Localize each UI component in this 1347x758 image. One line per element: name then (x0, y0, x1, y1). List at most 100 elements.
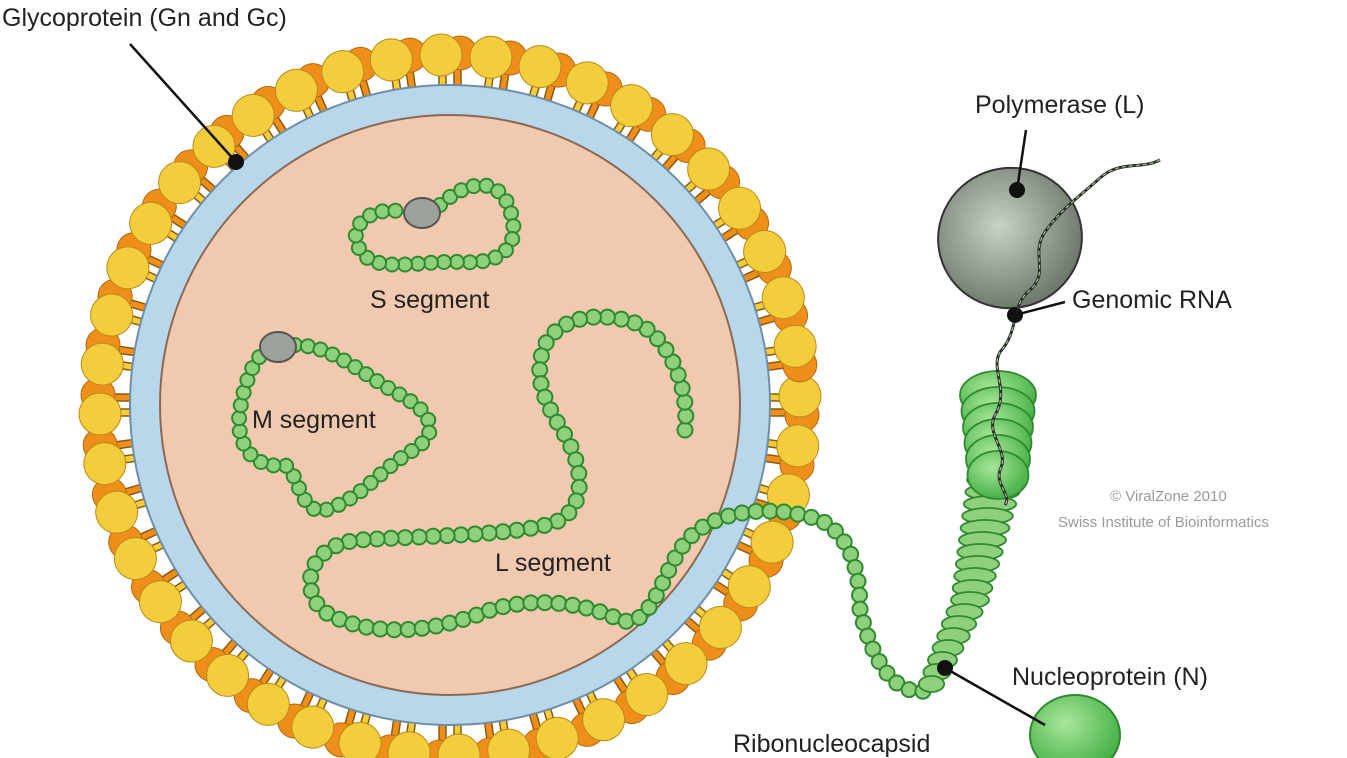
nucleoprotein-bead-icon (532, 347, 550, 365)
nucleoprotein-icon (1029, 694, 1121, 758)
glycoprotein-spike-icon (321, 46, 378, 121)
glycoprotein-label: Glycoprotein (Gn and Gc) (2, 4, 287, 32)
nucleoprotein-bead-icon (369, 373, 386, 390)
nucleoprotein-bead-icon (535, 516, 553, 534)
nucleoprotein-bead-icon (676, 393, 694, 411)
nucleoprotein-bead-icon (461, 254, 478, 271)
nucleoprotein-bead-icon (302, 568, 320, 586)
nucleoprotein-bead-icon (448, 253, 465, 270)
ribonucleocapsid-beads (917, 471, 1024, 693)
nucleoprotein-bead-icon (232, 397, 249, 414)
nucleoprotein-bead-icon (508, 521, 526, 539)
nucleoprotein-bead-icon (387, 202, 404, 219)
nucleoprotein-bead-icon (775, 503, 793, 521)
nucleoprotein-bead-icon (285, 468, 302, 485)
glycoprotein-spike-icon (749, 374, 822, 433)
nucleoprotein-bead-icon (421, 424, 438, 441)
polymerase-small-icon (403, 197, 441, 229)
nucleoprotein-bead-icon (490, 183, 507, 200)
nucleoprotein-bead-icon (242, 446, 259, 463)
virion (78, 33, 932, 758)
nucleoprotein-bead-icon (465, 178, 482, 195)
nucleoprotein-bead-icon (849, 572, 867, 590)
glycoprotein-spike-icon (91, 477, 166, 534)
nucleoprotein-bead-icon (564, 596, 582, 614)
glycoprotein-spike-icon (82, 427, 155, 486)
nucleoprotein-bead-icon (747, 502, 765, 520)
nucleoprotein-bead-icon (414, 435, 431, 452)
nucleoprotein-bead-icon (649, 330, 666, 348)
nucleoprotein-bead-icon (480, 524, 498, 542)
nucleoprotein-bead-icon (231, 410, 248, 427)
nucleoprotein-bead-icon (358, 366, 375, 383)
nucleoprotein-bead-icon (560, 504, 578, 522)
nucleoprotein-bead-icon (683, 527, 701, 545)
nucleoprotein-bead-icon (397, 256, 413, 273)
nucleoprotein-bead-icon (674, 537, 691, 555)
nucleoprotein-bead-icon (402, 393, 419, 410)
rna-segments (231, 177, 932, 700)
nucleoprotein-bead-icon (357, 618, 375, 636)
nucleoprotein-bead-icon (851, 586, 868, 604)
polymerase-icon (937, 166, 1083, 310)
nucleoprotein-bead-icon (344, 615, 362, 633)
nucleoprotein-bead-icon (789, 505, 807, 523)
nucleoprotein-bead-icon (374, 203, 391, 220)
nucleoprotein-bead-icon (368, 530, 386, 548)
nucleoprotein-bead-icon (630, 609, 648, 626)
nucleoprotein-bead-icon (558, 315, 575, 333)
nucleoprotein-bead-icon (870, 653, 888, 670)
nucleoprotein-bead-icon (505, 218, 522, 235)
nucleoprotein-bead-icon (494, 523, 512, 541)
nucleoprotein-bead-icon (371, 620, 389, 638)
nucleoprotein-bead-icon (666, 549, 684, 567)
nucleoprotein-bead-icon (308, 595, 326, 613)
nucleoprotein-bead-icon (435, 254, 452, 270)
nucleoprotein-bead-icon (508, 595, 526, 613)
nucleoprotein-bead-icon (354, 531, 372, 549)
nucleoprotein-label: Nucleoprotein (N) (1012, 663, 1208, 691)
nucleoprotein-bead-icon (733, 504, 751, 522)
nucleoprotein-bead-icon (412, 401, 429, 418)
nucleoprotein-bead-icon (522, 594, 540, 612)
nucleoprotein-bead-icon (231, 423, 248, 440)
nucleoprotein-bead-icon (846, 559, 864, 576)
nucleoprotein-bead-icon (567, 492, 585, 510)
nucleoprotein-bead-icon (640, 598, 658, 616)
nucleoprotein-bead-icon (409, 255, 426, 272)
nucleoprotein-bead-icon (536, 594, 554, 612)
leader-dots (228, 154, 1025, 676)
viral-core (159, 114, 741, 696)
nucleoprotein-bead-icon (438, 527, 456, 545)
polymerase-small-icon (259, 331, 297, 363)
nucleoprotein-bead-icon (584, 308, 602, 326)
nucleoprotein-bead-icon (567, 451, 585, 469)
nucleoprotein-bead-icon (466, 525, 484, 543)
nucleoprotein-bead-icon (900, 681, 918, 699)
nucleoprotein-bead-icon (327, 537, 345, 555)
nucleoprotein-bead-icon (399, 621, 417, 638)
nucleoprotein-bead-icon (384, 256, 400, 273)
nucleoprotein-bead-icon (347, 359, 364, 376)
nucleoprotein-bead-icon (422, 254, 439, 271)
nucleoprotein-bead-icon (917, 675, 946, 693)
nucleoprotein-bead-icon (546, 323, 564, 341)
nucleoprotein-bead-icon (392, 450, 409, 467)
nucleoprotein-bead-icon (531, 361, 549, 379)
nucleoprotein-bead-icon (570, 478, 588, 496)
nucleoprotein-bead-icon (372, 466, 389, 483)
nucleoprotein-bead-icon (522, 519, 540, 537)
nucleoprotein-bead-icon (719, 507, 737, 525)
glycoprotein-spike-icon (419, 33, 478, 106)
nucleoprotein-bead-icon (503, 205, 519, 222)
nucleoprotein-bead-icon (352, 483, 369, 500)
glycoprotein-spike-icon (472, 700, 531, 758)
nucleoprotein-bead-icon (452, 526, 470, 544)
credit-line-1: © ViralZone 2010 (1110, 488, 1227, 505)
ribonucleocapsid-label: Ribonucleocapsid (733, 730, 931, 758)
nucleoprotein-bead-icon (424, 527, 442, 545)
nucleoprotein-bead-icon (676, 421, 694, 439)
nucleoprotein-bead-icon (410, 528, 428, 546)
nucleoprotein-bead-icon (878, 664, 896, 682)
